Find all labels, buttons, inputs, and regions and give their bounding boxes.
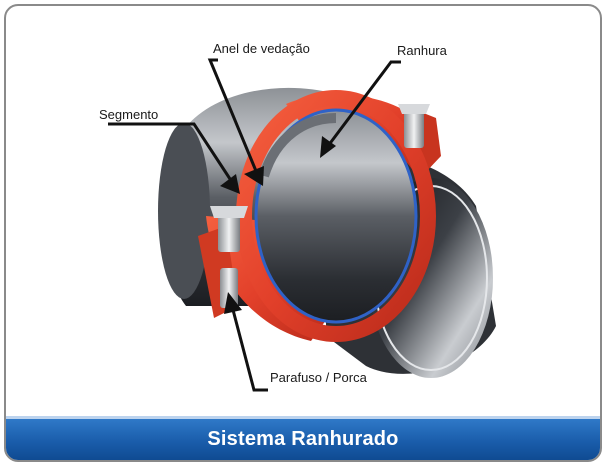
- footer-banner: Sistema Ranhurado: [6, 416, 600, 460]
- label-segmento: Segmento: [99, 107, 159, 122]
- leader-ranhura: [320, 60, 401, 158]
- grooved-coupling-illustration: [108, 58, 496, 392]
- label-ranhura: Ranhura: [397, 43, 447, 58]
- leader-anel: [207, 58, 264, 186]
- bolt-upper: [398, 104, 430, 148]
- leader-segmento: [108, 122, 240, 194]
- leader-parafuso: [224, 292, 268, 392]
- diagram-card: Anel de vedação Ranhura Segmento Parafus…: [4, 4, 602, 462]
- label-parafuso-porca: Parafuso / Porca: [270, 370, 367, 385]
- label-anel-de-vedacao: Anel de vedação: [213, 41, 310, 56]
- footer-title: Sistema Ranhurado: [207, 428, 399, 450]
- bolt-lower: [210, 206, 248, 308]
